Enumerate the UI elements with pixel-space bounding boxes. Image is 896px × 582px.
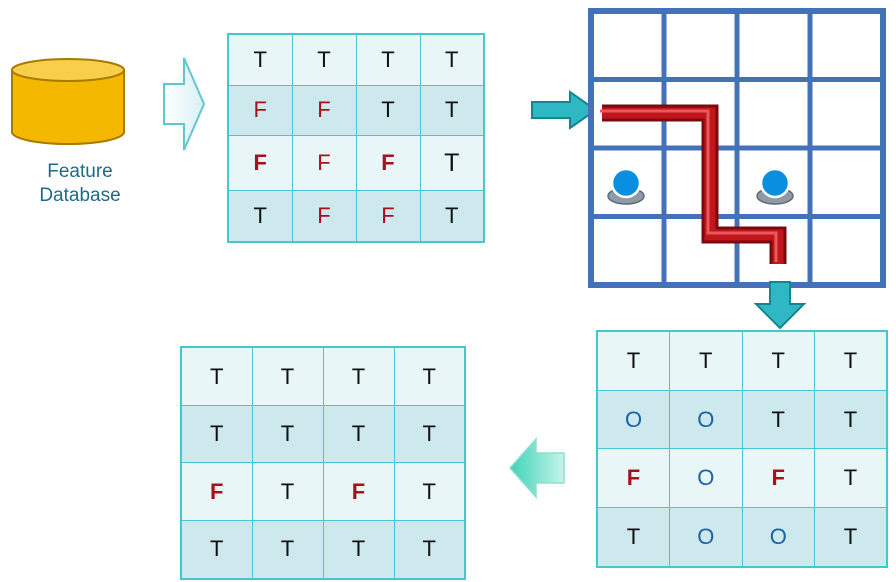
table-cell: T bbox=[251, 462, 324, 521]
table-cell: T bbox=[419, 134, 485, 192]
table-cell: T bbox=[596, 506, 670, 568]
table-cell: T bbox=[393, 462, 466, 521]
arrow-down-icon bbox=[753, 281, 807, 330]
table-cell: F bbox=[180, 462, 253, 521]
database-label: Feature Database bbox=[10, 160, 150, 208]
table-cell: F bbox=[291, 134, 357, 192]
database-label-line2: Database bbox=[39, 185, 121, 206]
table-cell: T bbox=[180, 346, 253, 407]
table-cell: F bbox=[291, 190, 357, 243]
map-grid bbox=[588, 8, 886, 288]
table-cell: T bbox=[291, 33, 357, 86]
table-cell: T bbox=[393, 519, 466, 580]
table-cell: O bbox=[741, 506, 815, 568]
table-cell: T bbox=[596, 330, 670, 392]
table-cell: F bbox=[355, 190, 421, 243]
table-cell: F bbox=[596, 448, 670, 508]
table-cell: T bbox=[251, 519, 324, 580]
table-cell: T bbox=[741, 390, 815, 450]
table-cell: O bbox=[669, 506, 743, 568]
table-cell: T bbox=[251, 405, 324, 464]
table-cell: T bbox=[393, 346, 466, 407]
table-cell: F bbox=[291, 84, 357, 136]
table-cell: T bbox=[741, 330, 815, 392]
table-cell: T bbox=[814, 448, 888, 508]
table-cell: T bbox=[322, 405, 395, 464]
database-icon bbox=[11, 58, 125, 145]
table-cell: T bbox=[355, 33, 421, 86]
table-cell: T bbox=[322, 519, 395, 580]
table-cell: F bbox=[227, 84, 293, 136]
planned-path bbox=[602, 107, 784, 264]
obstacle-icon bbox=[607, 167, 645, 205]
table-cell: T bbox=[180, 519, 253, 580]
arrow-right-icon bbox=[163, 57, 206, 151]
obstacle-icon bbox=[756, 167, 794, 205]
table-cell: F bbox=[227, 134, 293, 192]
table-cell: T bbox=[814, 330, 888, 392]
arrow-left-icon bbox=[508, 437, 565, 499]
table-cell: T bbox=[814, 506, 888, 568]
table-cell: O bbox=[669, 448, 743, 508]
table-cell: O bbox=[596, 390, 670, 450]
table-cell: T bbox=[227, 33, 293, 86]
table-cell: T bbox=[393, 405, 466, 464]
arrow-right-icon bbox=[531, 90, 598, 130]
table-cell: F bbox=[322, 462, 395, 521]
table-cell: T bbox=[419, 84, 485, 136]
table-cell: T bbox=[180, 405, 253, 464]
database-label-line1: Feature bbox=[47, 161, 113, 182]
table-cell: O bbox=[669, 390, 743, 450]
table-cell: T bbox=[355, 84, 421, 136]
table-cell: T bbox=[251, 346, 324, 407]
table-cell: T bbox=[419, 33, 485, 86]
table-cell: T bbox=[814, 390, 888, 450]
table-cell: T bbox=[322, 346, 395, 407]
table-cell: T bbox=[419, 190, 485, 243]
table-cell: F bbox=[741, 448, 815, 508]
table-cell: F bbox=[355, 134, 421, 192]
planned-path-highlight bbox=[600, 109, 778, 262]
table-cell: T bbox=[669, 330, 743, 392]
table-cell: T bbox=[227, 190, 293, 243]
